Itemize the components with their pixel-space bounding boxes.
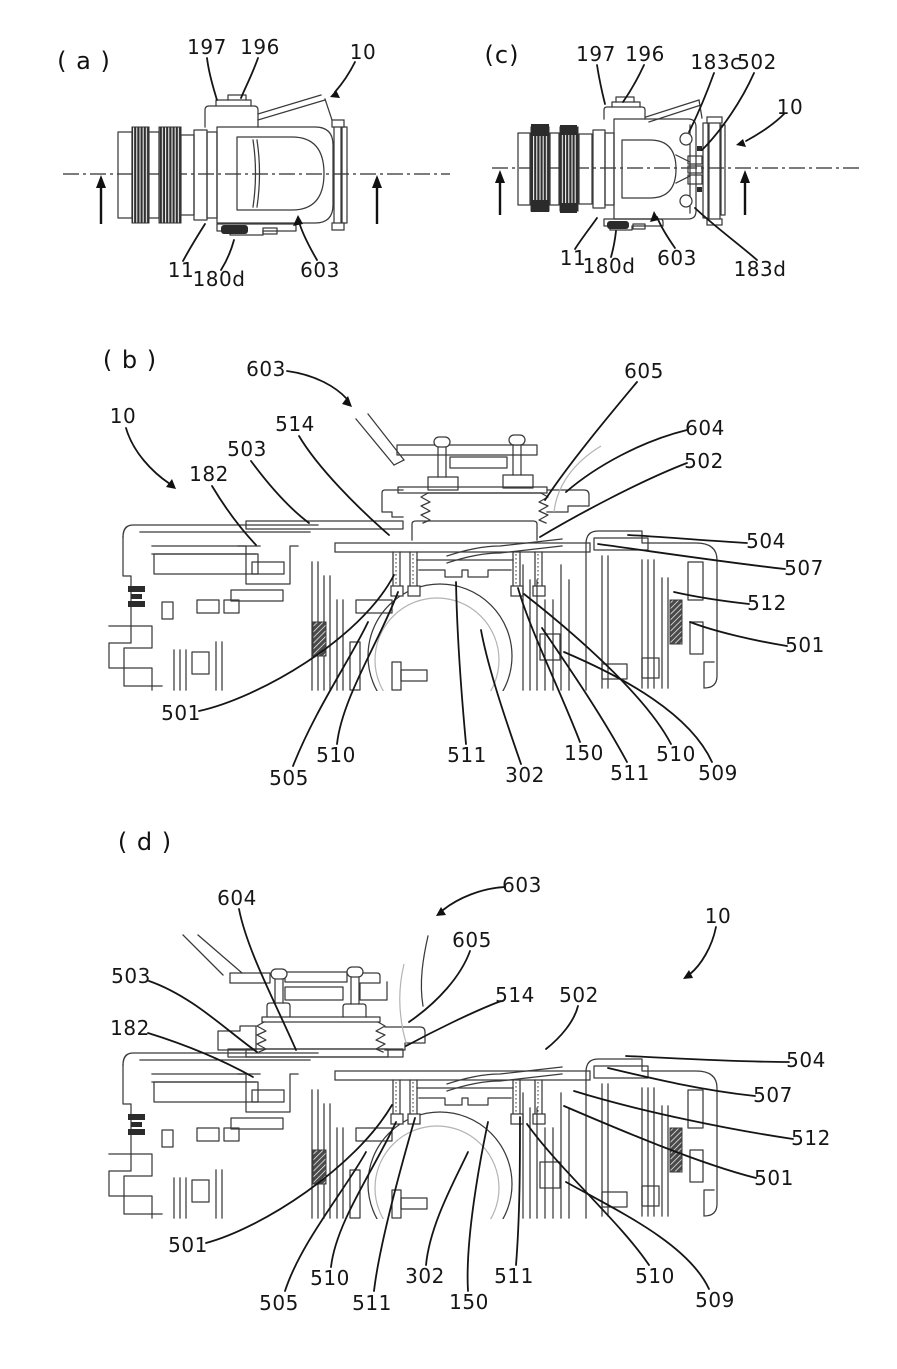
- ref-label-d-501-right: 501: [754, 1166, 794, 1190]
- ref-label-d-504: 504: [786, 1048, 826, 1072]
- ref-label-d-10: 10: [704, 904, 732, 928]
- ref-label-b-514: 514: [275, 412, 315, 436]
- ref-label-d-302: 302: [405, 1264, 445, 1288]
- ref-label-d-150: 150: [449, 1290, 489, 1314]
- ref-label-b-510-right: 510: [656, 742, 696, 766]
- panel-d-tag: ( d ): [117, 828, 173, 856]
- ref-label-b-511-left: 511: [447, 743, 487, 767]
- ref-label-d-505: 505: [259, 1291, 299, 1315]
- ref-label-d-512: 512: [791, 1126, 831, 1150]
- ref-label-b-182: 182: [189, 462, 229, 486]
- ref-label-b-302: 302: [505, 763, 545, 787]
- ref-label-d-603: 603: [502, 873, 542, 897]
- ref-label-c-603: 603: [657, 246, 697, 270]
- panel-d-drawing: [108, 886, 794, 1292]
- ref-label-b-501-left: 501: [161, 701, 201, 725]
- ref-label-a-10: 10: [349, 40, 377, 64]
- ref-label-d-507: 507: [753, 1083, 793, 1107]
- ref-label-a-11: 11: [167, 258, 195, 282]
- ref-label-c-183d: 183d: [733, 257, 787, 281]
- ref-label-b-505: 505: [269, 766, 309, 790]
- panel-b-tag: ( b ): [102, 346, 158, 374]
- ref-label-d-510-left: 510: [310, 1266, 350, 1290]
- ref-label-b-605: 605: [624, 359, 664, 383]
- viewfinder-assembly-d: [182, 934, 429, 1058]
- ref-label-d-501-left: 501: [168, 1233, 208, 1257]
- ref-label-d-605: 605: [452, 928, 492, 952]
- panel-a-tag: ( a ): [57, 47, 111, 75]
- panel-c-tag: (c): [484, 41, 520, 69]
- ref-label-c-502: 502: [737, 50, 777, 74]
- ref-label-a-603: 603: [300, 258, 340, 282]
- panel-c-drawing: [492, 64, 860, 261]
- panel-a-drawing: [63, 57, 450, 271]
- ref-label-b-603: 603: [246, 357, 286, 381]
- ref-label-a-197: 197: [187, 35, 227, 59]
- ref-label-a-196: 196: [240, 35, 280, 59]
- ref-label-d-509: 509: [695, 1288, 735, 1312]
- ref-label-b-511-right: 511: [610, 761, 650, 785]
- ref-label-b-507: 507: [784, 556, 824, 580]
- ref-label-d-511-left: 511: [352, 1291, 392, 1315]
- ref-label-c-11: 11: [559, 246, 587, 270]
- ref-label-b-509: 509: [698, 761, 738, 785]
- ref-label-b-501-right: 501: [785, 633, 825, 657]
- ref-label-d-182: 182: [110, 1016, 150, 1040]
- ref-label-b-10: 10: [109, 404, 137, 428]
- ref-label-b-504: 504: [746, 529, 786, 553]
- ref-label-d-511-right: 511: [494, 1264, 534, 1288]
- ref-label-b-503: 503: [227, 437, 267, 461]
- ref-label-d-514: 514: [495, 983, 535, 1007]
- ref-label-c-180d: 180d: [582, 254, 636, 278]
- ref-label-c-183c: 183c: [690, 50, 742, 74]
- ref-label-d-510-right: 510: [635, 1264, 675, 1288]
- ref-label-d-503: 503: [111, 964, 151, 988]
- ref-label-c-196: 196: [625, 42, 665, 66]
- ref-label-c-10: 10: [776, 95, 804, 119]
- ref-label-b-512: 512: [747, 591, 787, 615]
- panel-b-drawing: [108, 370, 788, 767]
- ref-label-b-604: 604: [685, 416, 725, 440]
- ref-label-d-502: 502: [559, 983, 599, 1007]
- ref-label-c-197: 197: [576, 42, 616, 66]
- ref-label-b-510-left: 510: [316, 743, 356, 767]
- ref-label-a-180d: 180d: [192, 267, 246, 291]
- ref-label-d-604: 604: [217, 886, 257, 910]
- ref-label-b-502: 502: [684, 449, 724, 473]
- ref-label-b-150: 150: [564, 741, 604, 765]
- viewfinder-assembly-b: [355, 413, 602, 541]
